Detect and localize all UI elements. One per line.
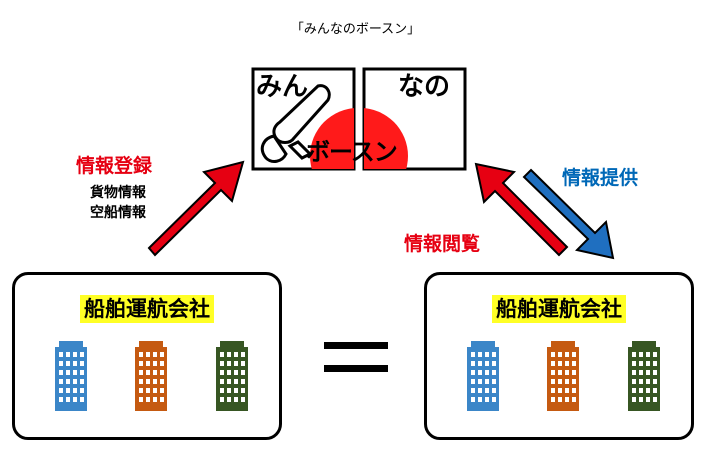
building-icon xyxy=(463,337,503,411)
cargo-info-label: 貨物情報 xyxy=(90,185,146,201)
logo-text-bottom: ボースン xyxy=(306,138,398,166)
equals-icon xyxy=(324,342,388,372)
empty-ship-info-label: 空船情報 xyxy=(90,205,146,221)
building-icon xyxy=(624,337,664,411)
register-label: 情報登録 xyxy=(76,155,153,177)
left-operator-panel: 船舶運航会社 xyxy=(12,272,282,440)
register-arrow xyxy=(147,160,245,257)
right-operator-panel: 船舶運航会社 xyxy=(424,272,694,440)
provide-label: 情報提供 xyxy=(562,167,639,189)
right-panel-title: 船舶運航会社 xyxy=(492,295,626,323)
logo-text-top-right: なの xyxy=(398,72,451,102)
browse-arrow xyxy=(474,162,569,257)
building-icon xyxy=(543,337,583,411)
page-title: 「みんなのボースン」 xyxy=(290,22,421,37)
browse-label: 情報閲覧 xyxy=(404,233,481,255)
building-icon xyxy=(131,337,171,411)
building-icon xyxy=(51,337,91,411)
left-panel-title: 船舶運航会社 xyxy=(80,295,214,323)
provide-arrow xyxy=(522,168,615,260)
logo-text-top-left: みん xyxy=(256,72,309,102)
building-icon xyxy=(212,337,252,411)
minnano-bosun-logo: みん なの ボースン xyxy=(250,66,468,172)
